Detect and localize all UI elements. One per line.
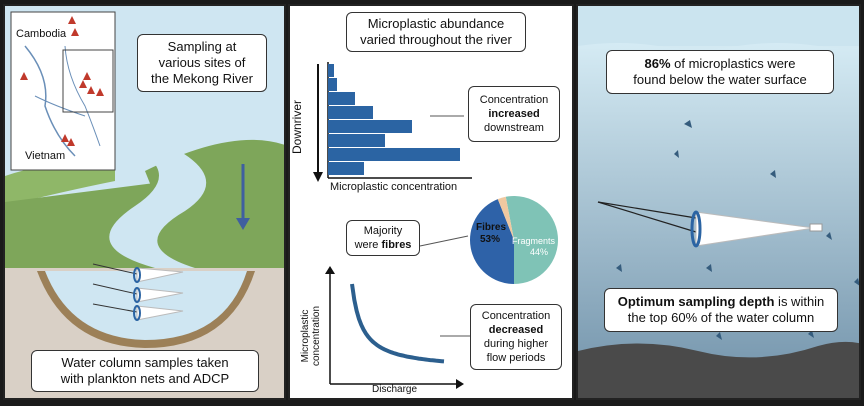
bar-2 bbox=[328, 78, 337, 91]
pie-label-fragments: Fragments bbox=[512, 236, 556, 246]
sampling-title-box: Sampling at various sites of the Mekong … bbox=[137, 34, 267, 92]
optimum-depth-line2: the top 60% of the water column bbox=[627, 310, 815, 325]
increased-box: Concentration increased downstream bbox=[468, 86, 560, 142]
water-column-line2: with plankton nets and ADCP bbox=[60, 371, 230, 386]
below-surface-box: 86% of microplastics were found below th… bbox=[606, 50, 834, 94]
bar-7 bbox=[328, 148, 460, 161]
decreased-line3: during higher bbox=[483, 338, 549, 350]
optimum-depth-bold: Optimum sampling depth bbox=[617, 294, 775, 309]
plankton-net-2 bbox=[92, 283, 184, 303]
bar-1 bbox=[328, 64, 334, 77]
pie-slice-fibres bbox=[505, 196, 558, 284]
plankton-net bbox=[597, 201, 823, 248]
panel2-graphics bbox=[313, 62, 558, 389]
abundance-title-box: Microplastic abundance varied throughout… bbox=[346, 12, 526, 52]
bar-8 bbox=[328, 162, 364, 175]
map-label-cambodia: Cambodia bbox=[16, 28, 67, 40]
pie-chart bbox=[470, 196, 558, 284]
sampling-title-line2: various sites of bbox=[158, 55, 246, 70]
below-surface-line1: of microplastics were bbox=[670, 56, 796, 71]
water-column-line1: Water column samples taken bbox=[61, 355, 229, 370]
mekong-map bbox=[10, 11, 116, 171]
optimum-depth-box: Optimum sampling depth is within the top… bbox=[604, 288, 838, 332]
bar-3 bbox=[328, 92, 355, 105]
increased-line2: increased bbox=[488, 108, 540, 120]
majority-line2-a: were bbox=[354, 239, 382, 251]
bar-4 bbox=[328, 106, 373, 119]
bar-series bbox=[328, 64, 460, 175]
decreased-line4: flow periods bbox=[486, 352, 546, 364]
abundance-title-line2: varied throughout the river bbox=[360, 32, 512, 47]
sampling-title-line1: Sampling at bbox=[167, 39, 237, 54]
pie-label-fibres-pct: 53% bbox=[480, 234, 501, 245]
panel-sampling: Cambodia Vietnam Sampling at various sit… bbox=[3, 4, 286, 400]
bar-6 bbox=[328, 134, 385, 147]
pie-slice-other bbox=[497, 196, 514, 240]
pie-label-fragments-pct: 44% bbox=[530, 247, 549, 257]
panel-depth: 86% of microplastics were found below th… bbox=[576, 4, 861, 400]
concentration-curve bbox=[350, 283, 445, 364]
curve-ylabel: Microplastic concentration bbox=[300, 306, 322, 366]
curve-ylabel-line2: concentration bbox=[311, 305, 322, 366]
water-column-box: Water column samples taken with plankton… bbox=[31, 350, 259, 392]
below-surface-pct: 86% bbox=[644, 56, 671, 71]
microplastic-particles bbox=[616, 120, 859, 340]
increased-line1: Concentration bbox=[479, 94, 549, 106]
majority-line1: Majority bbox=[363, 225, 403, 237]
panel-abundance: Microplastic abundance varied throughout… bbox=[288, 4, 574, 400]
decreased-line2: decreased bbox=[488, 324, 544, 336]
increased-line3: downstream bbox=[484, 122, 544, 134]
pie-label-fibres: Fibres bbox=[476, 222, 507, 233]
decreased-box: Concentration decreased during higher fl… bbox=[470, 304, 562, 370]
plankton-net-3 bbox=[92, 303, 184, 321]
optimum-depth-line1: is within bbox=[774, 294, 825, 309]
plankton-net-1 bbox=[92, 263, 184, 283]
abundance-title-line1: Microplastic abundance bbox=[367, 16, 505, 31]
downriver-label: Downriver bbox=[290, 99, 304, 154]
sampling-title-line3: the Mekong River bbox=[151, 71, 253, 86]
curve-xlabel: Discharge bbox=[372, 384, 418, 395]
bar-xlabel: Microplastic concentration bbox=[330, 181, 458, 193]
majority-line2-b: fibres bbox=[381, 239, 412, 251]
map-label-vietnam: Vietnam bbox=[25, 150, 66, 162]
majority-box: Majority were fibres bbox=[346, 220, 420, 256]
bar-5 bbox=[328, 120, 412, 133]
curve-ylabel-line1: Microplastic bbox=[300, 309, 311, 363]
below-surface-line2: found below the water surface bbox=[633, 72, 807, 87]
decreased-line1: Concentration bbox=[481, 310, 551, 322]
pie-slice-fragments bbox=[470, 199, 514, 284]
